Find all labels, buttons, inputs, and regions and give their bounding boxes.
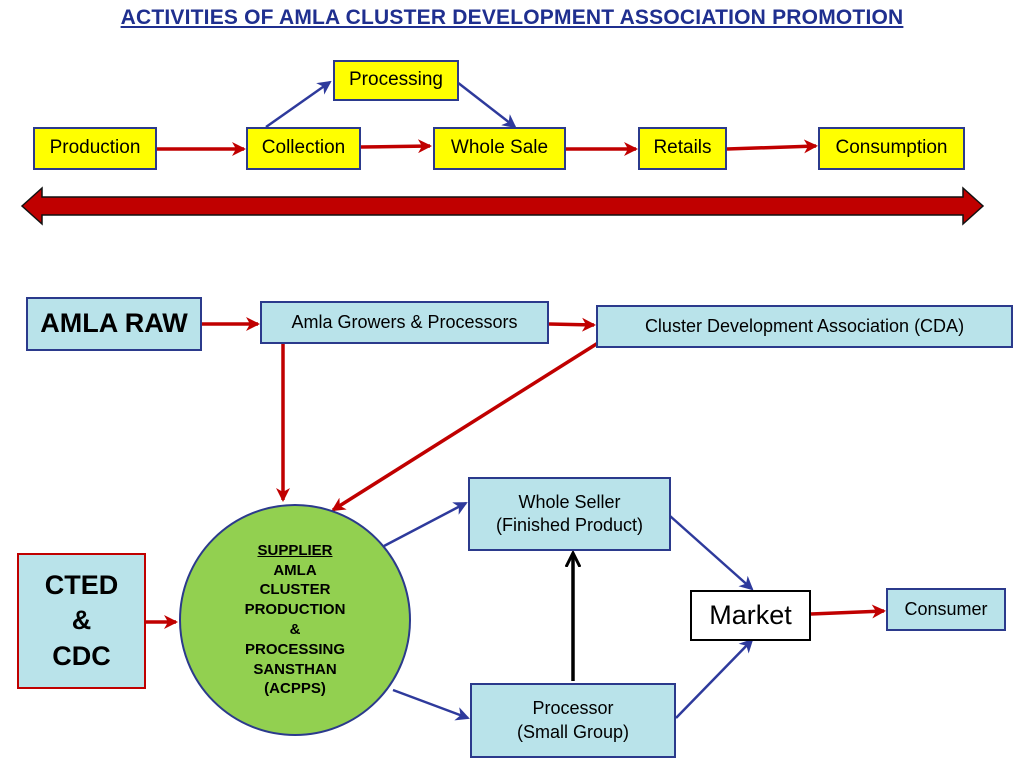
page-title: ACTIVITIES OF AMLA CLUSTER DEVELOPMENT A… [120,6,904,29]
arrow-collection-wholesale [360,139,432,154]
whole-seller-line-2: (Finished Product) [495,515,644,535]
processing-label: Processing [349,69,443,91]
growers-label: Amla Growers & Processors [291,311,518,332]
arrow-wholeseller-market [669,515,754,591]
arrow-collection-processing [265,80,332,129]
supplier-line-6: PROCESSING [244,640,346,658]
supplier-line-4: PRODUCTION [244,601,346,619]
cted-line-1: CTED [44,570,119,601]
supplier-acpps-circle: SUPPLIER AMLA CLUSTER PRODUCTION & PROCE… [179,504,411,736]
arrow-supplier-wholeseller [383,501,468,548]
consumer-label: Consumer [904,598,988,619]
cted-line-3: CDC [52,640,111,671]
arrow-processor-market [675,638,754,719]
amla-raw-box: AMLA RAW [26,297,202,351]
arrow-retails-consumption [726,139,818,154]
retails-label: Retails [653,137,712,159]
wholesale-box: Whole Sale [433,127,566,170]
retails-box: Retails [638,127,727,170]
production-box: Production [33,127,157,170]
growers-box: Amla Growers & Processors [260,301,549,344]
cda-label: Cluster Development Association (CDA) [644,315,965,336]
wholesale-label: Whole Sale [450,137,549,159]
collection-box: Collection [246,127,361,170]
whole-seller-line-1: Whole Seller [518,491,621,512]
supplier-line-8: (ACPPS) [264,680,326,698]
supplier-line-2: AMLA [273,561,317,579]
collection-label: Collection [261,137,346,159]
cda-box: Cluster Development Association (CDA) [596,305,1013,348]
market-box: Market [690,590,811,641]
market-label: Market [709,600,792,630]
arrow-market-consumer [810,604,886,619]
whole-seller-box: Whole Seller (Finished Product) [468,477,671,551]
supplier-line-3: CLUSTER [259,581,331,599]
cted-line-2: & [71,605,92,636]
double-arrow-bar [20,186,985,226]
consumption-label: Consumption [835,137,948,159]
amla-raw-label: AMLA RAW [40,308,188,339]
consumption-box: Consumption [818,127,965,170]
arrow-cda-supplier [331,341,599,512]
supplier-line-7: SANSTHAN [253,660,337,678]
arrow-supplier-processor [392,688,470,721]
arrow-processing-wholesale [456,81,517,129]
processor-box: Processor (Small Group) [470,683,676,758]
processor-line-1: Processor [532,698,614,719]
supplier-line-5: & [289,621,301,638]
arrow-growers-cda [548,317,596,332]
supplier-line-1: SUPPLIER [257,541,333,559]
processing-box: Processing [333,60,459,101]
production-label: Production [49,137,141,159]
consumer-box: Consumer [886,588,1006,631]
cted-cdc-box: CTED & CDC [17,553,146,689]
processor-line-2: (Small Group) [516,721,630,742]
